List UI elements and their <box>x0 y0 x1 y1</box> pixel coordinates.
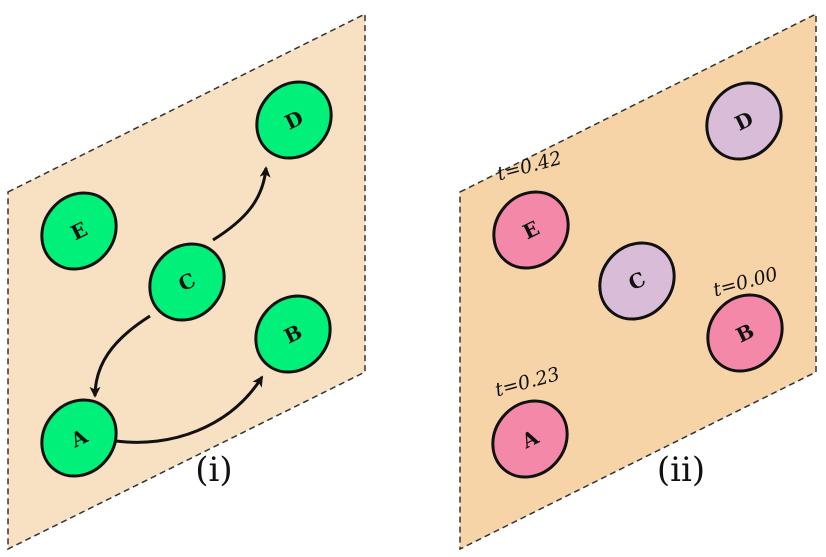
node-a: A <box>40 398 118 478</box>
node-d: D <box>705 81 783 161</box>
node-a-shape <box>491 399 569 479</box>
node-c: C <box>598 241 676 321</box>
panel-1-caption: (i) <box>195 450 232 490</box>
edge-a-to-b <box>115 375 264 444</box>
panel-1: E C D B A (i) <box>7 12 366 551</box>
edge-c-to-a <box>89 314 151 398</box>
node-d: D <box>255 80 333 160</box>
node-b-shape <box>254 294 332 374</box>
panel-2: E t=0.42 C D B t=0.00 A t=0.23 (ii) <box>459 12 817 551</box>
node-c-shape <box>598 241 676 321</box>
node-b-shape <box>706 293 784 373</box>
edge-c-to-d <box>212 166 271 242</box>
node-b: B <box>254 294 332 374</box>
node-c: C <box>148 242 226 322</box>
node-a-shape <box>40 398 118 478</box>
node-d-shape <box>705 81 783 161</box>
node-e: E <box>40 191 118 271</box>
node-d-shape <box>255 80 333 160</box>
node-e-shape <box>492 190 570 270</box>
node-c-shape <box>148 242 226 322</box>
panel-2-caption: (ii) <box>657 450 705 490</box>
node-e-shape <box>40 191 118 271</box>
